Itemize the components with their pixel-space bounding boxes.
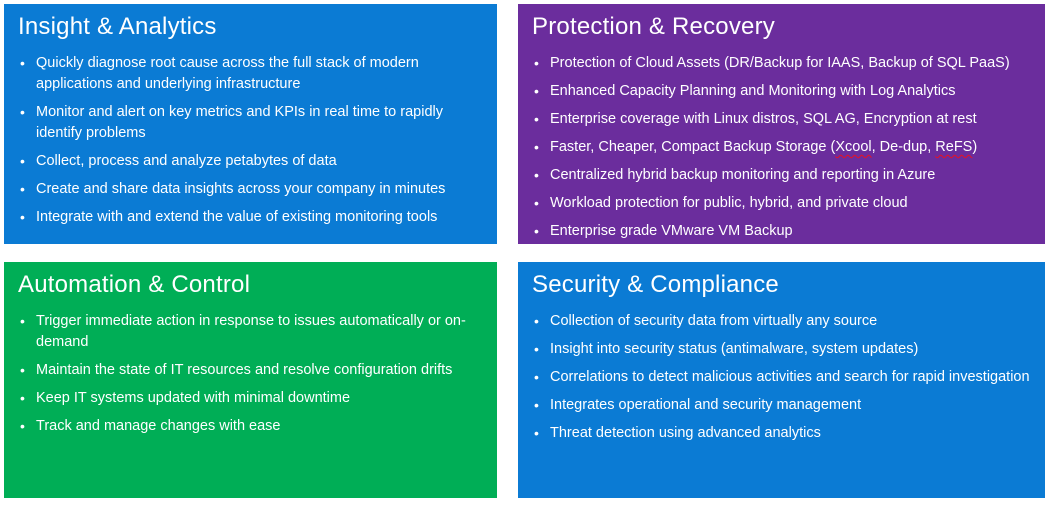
panel-protection-recovery: Protection & Recovery Protection of Clou…: [518, 4, 1045, 244]
bullet-item: Enterprise coverage with Linux distros, …: [532, 109, 1037, 130]
bullet-item: Track and manage changes with ease: [18, 416, 489, 437]
bullet-item: Correlations to detect malicious activit…: [532, 367, 1037, 388]
bullet-item: Insight into security status (antimalwar…: [532, 339, 1037, 360]
misspelled-word: Xcool: [835, 139, 872, 155]
panel-automation-control: Automation & Control Trigger immediate a…: [4, 262, 497, 498]
bullet-item: Trigger immediate action in response to …: [18, 311, 489, 353]
bullet-item: Collect, process and analyze petabytes o…: [18, 151, 489, 172]
bullet-item: Maintain the state of IT resources and r…: [18, 360, 489, 381]
bullet-item: Enhanced Capacity Planning and Monitorin…: [532, 81, 1037, 102]
panel-title: Protection & Recovery: [532, 13, 775, 40]
bullet-item: Integrate with and extend the value of e…: [18, 207, 489, 228]
bullet-item: Threat detection using advanced analytic…: [532, 423, 1037, 444]
bullet-list: Trigger immediate action in response to …: [18, 311, 489, 437]
bullet-item: Create and share data insights across yo…: [18, 179, 489, 200]
panel-title: Automation & Control: [18, 271, 251, 298]
bullet-item: Monitor and alert on key metrics and KPI…: [18, 102, 489, 144]
bullet-item: Integrates operational and security mana…: [532, 395, 1037, 416]
bullet-item: Quickly diagnose root cause across the f…: [18, 53, 489, 95]
bullet-item: Keep IT systems updated with minimal dow…: [18, 388, 489, 409]
bullet-item: Enterprise grade VMware VM Backup: [532, 221, 1037, 242]
panel-title: Security & Compliance: [532, 271, 779, 298]
panel-title: Insight & Analytics: [18, 13, 217, 40]
bullet-item: Faster, Cheaper, Compact Backup Storage …: [532, 137, 1037, 158]
misspelled-word: ReFS: [935, 139, 973, 155]
bullet-item: Centralized hybrid backup monitoring and…: [532, 165, 1037, 186]
bullet-item: Workload protection for public, hybrid, …: [532, 193, 1037, 214]
bullet-list: Protection of Cloud Assets (DR/Backup fo…: [532, 53, 1037, 242]
bullet-item: Collection of security data from virtual…: [532, 311, 1037, 332]
panel-security-compliance: Security & Compliance Collection of secu…: [518, 262, 1045, 498]
bullet-list: Collection of security data from virtual…: [532, 311, 1037, 444]
bullet-item: Protection of Cloud Assets (DR/Backup fo…: [532, 53, 1037, 74]
bullet-list: Quickly diagnose root cause across the f…: [18, 53, 489, 228]
panel-insight-analytics: Insight & Analytics Quickly diagnose roo…: [4, 4, 497, 244]
